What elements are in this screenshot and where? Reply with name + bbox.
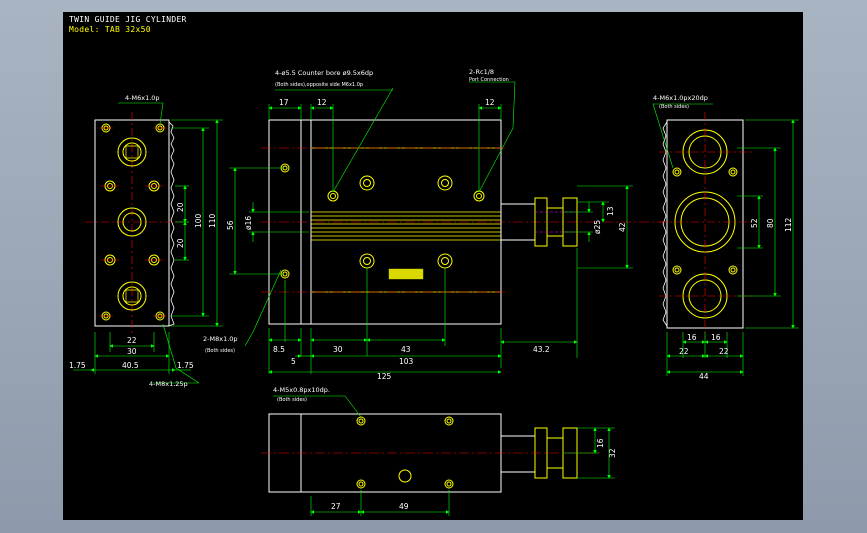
dim-5: 5 — [291, 357, 296, 366]
cad-drawing: 4-M6x1.0p 22 30 40.5 1.75 1.75 4-M8x1.25… — [69, 68, 799, 516]
dim-dia-16: ø16 — [244, 216, 253, 230]
nameplate — [388, 268, 424, 280]
dim-43-2: 43.2 — [533, 345, 550, 354]
dim-1-75-right: 1.75 — [177, 361, 194, 370]
dim-1-75-left: 1.75 — [69, 361, 86, 370]
bottom-view: 4-M5x0.8px10dp. (Both sides) 27 49 16 32 — [261, 386, 617, 516]
callout-m8-side: 2-M8x1.0p — [203, 335, 238, 343]
callout-m6-thread: 4-M6x1.0p — [125, 94, 160, 102]
piston-bore — [117, 207, 147, 237]
dim-17: 17 — [279, 98, 289, 107]
front-view: 4-ø5.5 Counter bore ø9.5x6dp (Both sides… — [203, 68, 663, 381]
port-hole-top — [117, 137, 147, 167]
dim-110: 110 — [208, 213, 217, 228]
dim-32: 32 — [608, 448, 617, 458]
dim-103: 103 — [399, 357, 414, 366]
dim-20-lower: 20 — [176, 238, 185, 248]
dim-22: 22 — [127, 336, 137, 345]
dim-42: 42 — [618, 222, 627, 232]
dim-22-right: 22 — [719, 347, 729, 356]
callout-m5-thread-sub: (Both sides) — [277, 397, 307, 403]
callout-m6-deep: 4-M6x1.0px20dp — [653, 94, 708, 102]
dim-16-left: 16 — [687, 333, 697, 342]
dim-20-upper: 20 — [176, 202, 185, 212]
dim-80: 80 — [766, 218, 775, 228]
callout-counterbore: 4-ø5.5 Counter bore ø9.5x6dp — [275, 69, 373, 77]
port-hole-bottom — [117, 281, 147, 311]
callout-m6-deep-sub: (Both sides) — [659, 104, 689, 110]
dim-22-left: 22 — [679, 347, 689, 356]
callout-counterbore-sub: (Both sides),opposite side M6x1.0p — [275, 82, 363, 88]
model-label: Model: TAB 32x50 — [69, 25, 151, 34]
callout-m8-thread: 4-M8x1.25p — [149, 380, 188, 388]
drawing-title: TWIN GUIDE JIG CYLINDER — [69, 15, 187, 24]
dim-125: 125 — [377, 372, 392, 381]
drawing-canvas: TWIN GUIDE JIG CYLINDER Model: TAB 32x50 — [63, 12, 803, 520]
dim-16-right: 16 — [711, 333, 721, 342]
dim-100: 100 — [194, 213, 203, 228]
callout-m5-thread: 4-M5x0.8px10dp. — [273, 386, 330, 394]
dim-12-right: 12 — [485, 98, 495, 107]
dim-30: 30 — [127, 347, 137, 356]
dim-13: 13 — [606, 206, 615, 216]
dim-dia-25: ø25 — [593, 220, 602, 234]
dim-112: 112 — [784, 217, 793, 232]
left-end-view: 4-M6x1.0p 22 30 40.5 1.75 1.75 4-M8x1.25… — [69, 94, 223, 388]
dim-40-5: 40.5 — [122, 361, 139, 370]
callout-m8-side-sub: (Both sides) — [205, 348, 235, 354]
right-end-view: 4-M6x1.0px20dp (Both sides) 16 16 22 22 … — [652, 94, 799, 381]
dim-44: 44 — [699, 372, 709, 381]
dim-27: 27 — [331, 502, 341, 511]
callout-port-sub: Port Connection — [469, 77, 509, 83]
dim-49: 49 — [399, 502, 409, 511]
dim-16-bottom: 16 — [596, 438, 605, 448]
dim-30-front: 30 — [333, 345, 343, 354]
callout-port: 2-Rc1/8 — [469, 68, 494, 76]
dim-52: 52 — [750, 218, 759, 228]
dim-43: 43 — [401, 345, 411, 354]
dim-56: 56 — [226, 220, 235, 230]
dim-8-5: 8.5 — [273, 345, 285, 354]
dim-12-left: 12 — [317, 98, 327, 107]
